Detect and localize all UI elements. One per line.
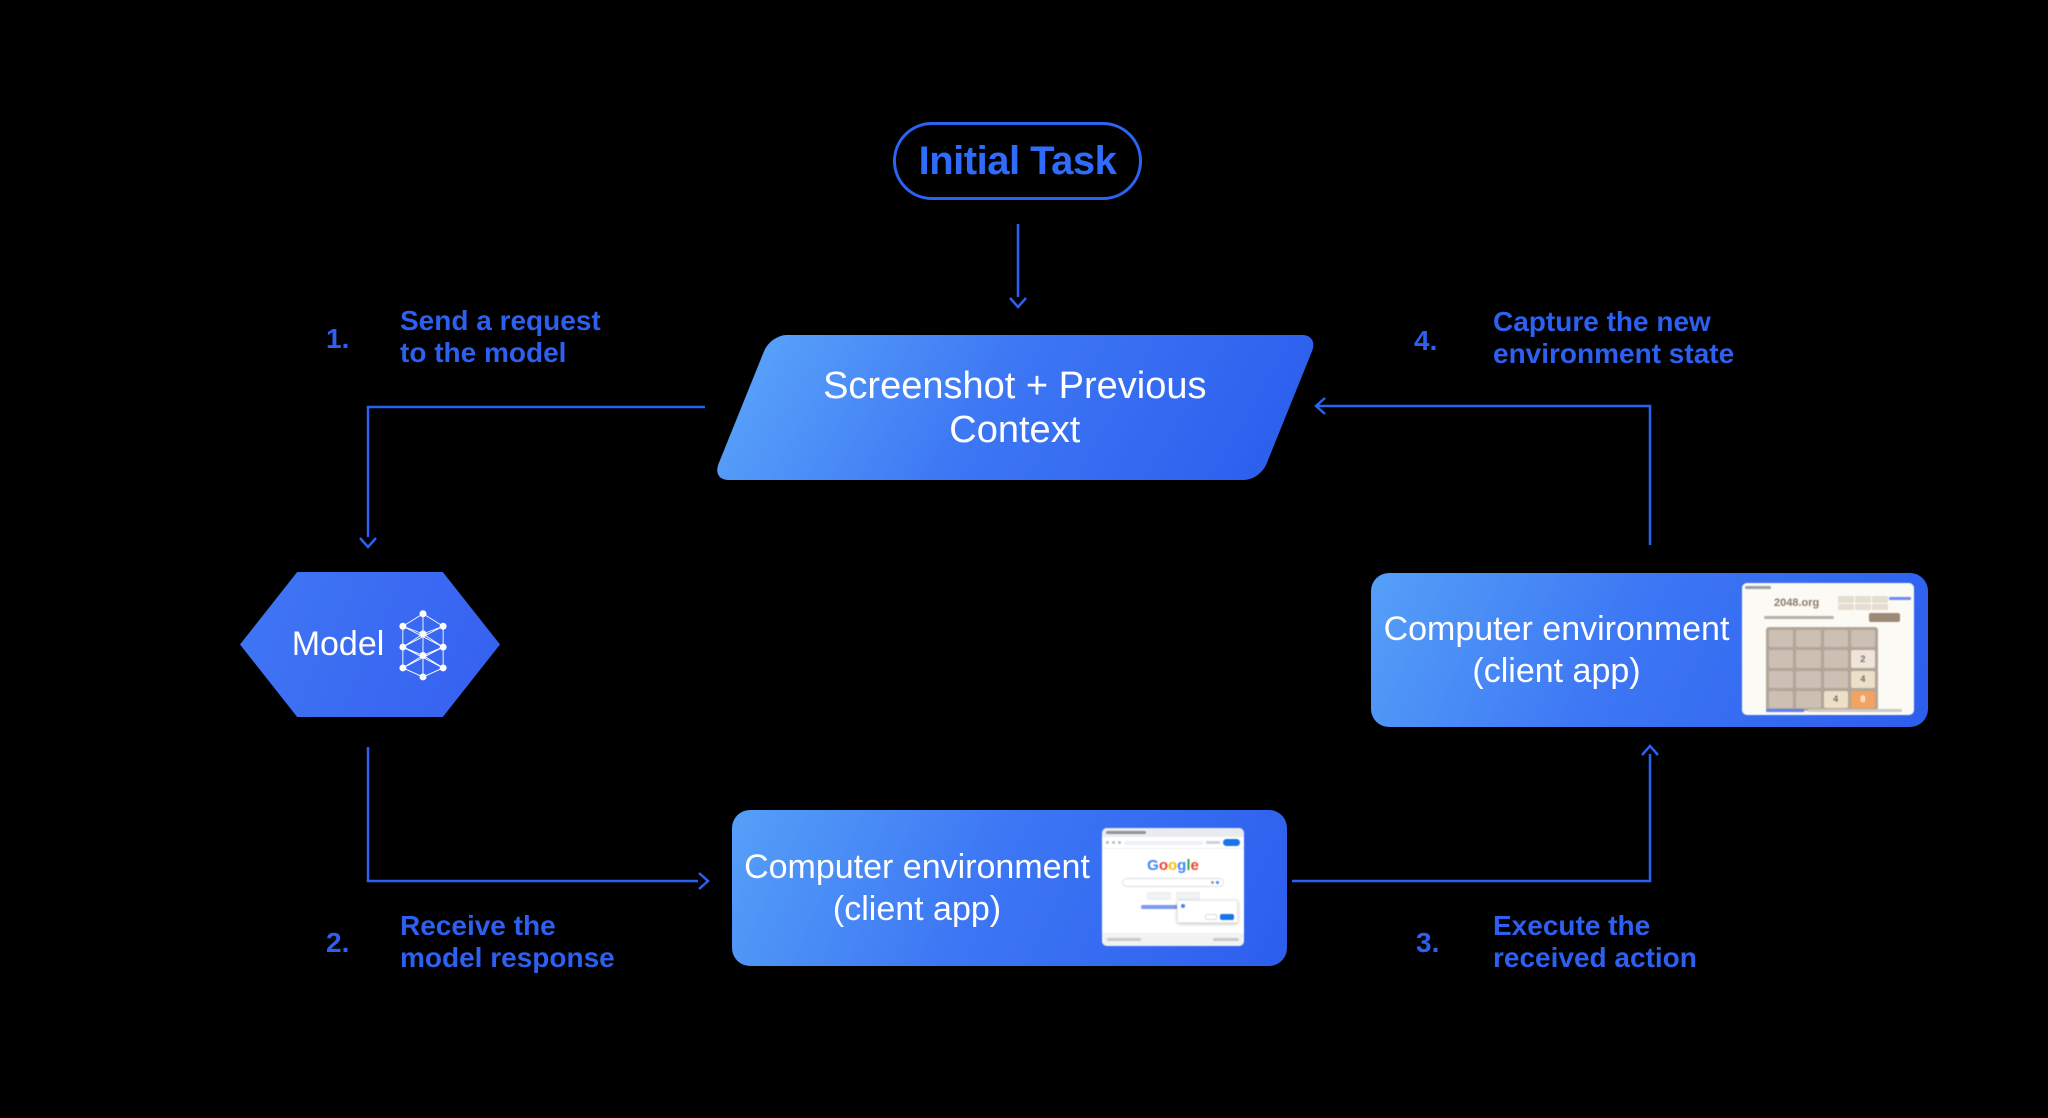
score-boxes [1838,596,1888,610]
arrow-env-right-to-context [1314,397,1652,545]
step-1-label: Send a request to the model [400,305,601,368]
empty-cell [1850,630,1875,648]
empty-cell [1769,650,1794,668]
arrow-env-bottom-to-env-right [1292,744,1659,883]
empty-cell [1823,650,1848,668]
address-bar [1124,840,1203,845]
empty-cell [1823,630,1848,648]
game-subheader [1764,613,1900,622]
empty-cell [1796,630,1821,648]
screenshot-context-node: Screenshot + Previous Context [712,335,1319,480]
tile-8: 8 [1850,690,1875,708]
step-3-label: Execute the received action [1493,910,1697,973]
cookie-dialog [1177,900,1238,923]
empty-cell [1769,690,1794,708]
tile-4: 4 [1823,690,1848,708]
computer-env-bottom-label: Computer environment (client app) [744,848,1090,928]
browser-chrome [1742,586,1914,589]
arrow-model-to-env-bottom [366,747,710,890]
step-1-number: 1. [326,323,350,354]
computer-env-bottom-node: Computer environment (client app) Google [732,810,1287,966]
new-game-button [1869,613,1900,622]
sign-in-button [1223,839,1240,846]
game-footer [1766,709,1902,712]
header-link [1889,597,1911,600]
empty-cell [1769,670,1794,688]
computer-env-right-node: Computer environment (client app) 2048.o… [1371,573,1928,727]
tile-2: 2 [1850,650,1875,668]
empty-cell [1796,650,1821,668]
step-2-number: 2. [326,927,350,958]
arrow-context-to-model [359,405,705,549]
screenshot-context-label: Screenshot + Previous Context [823,364,1207,451]
empty-cell [1769,630,1794,648]
google-footer [1102,933,1244,946]
step-4-number: 4. [1414,325,1438,356]
neural-network-icon [399,609,447,680]
dialog-icon [1181,904,1185,908]
google-homepage-screenshot: Google [1102,828,1244,946]
dialog-primary-button [1220,914,1234,920]
google-logo: Google [1147,857,1199,874]
browser-tab-bar [1102,828,1244,837]
step-2-label: Receive the model response [400,910,615,973]
empty-cell [1823,670,1848,688]
footer-link [1766,709,1804,712]
step-3-number: 3. [1416,927,1440,958]
computer-env-right-label: Computer environment (client app) [1383,610,1730,690]
tile-4: 4 [1850,670,1875,688]
model-node: Model [240,572,500,717]
language-link [1141,905,1205,909]
initial-task-label: Initial Task [918,138,1117,183]
model-label: Model [291,625,385,663]
mic-icon [1216,881,1219,884]
browser-toolbar [1102,837,1244,849]
google-search-buttons [1102,892,1244,900]
empty-cell [1796,670,1821,688]
arrow-initial-to-context [1009,224,1027,309]
keyboard-icon [1211,881,1214,884]
step-4-label: Capture the new environment state [1493,306,1735,369]
initial-task-node: Initial Task [893,122,1142,200]
google-search-bar [1122,878,1224,887]
site-title: 2048.org [1774,597,1820,609]
dialog-secondary-button [1205,914,1217,920]
game-header: 2048.org [1742,595,1914,611]
empty-cell [1796,690,1821,708]
